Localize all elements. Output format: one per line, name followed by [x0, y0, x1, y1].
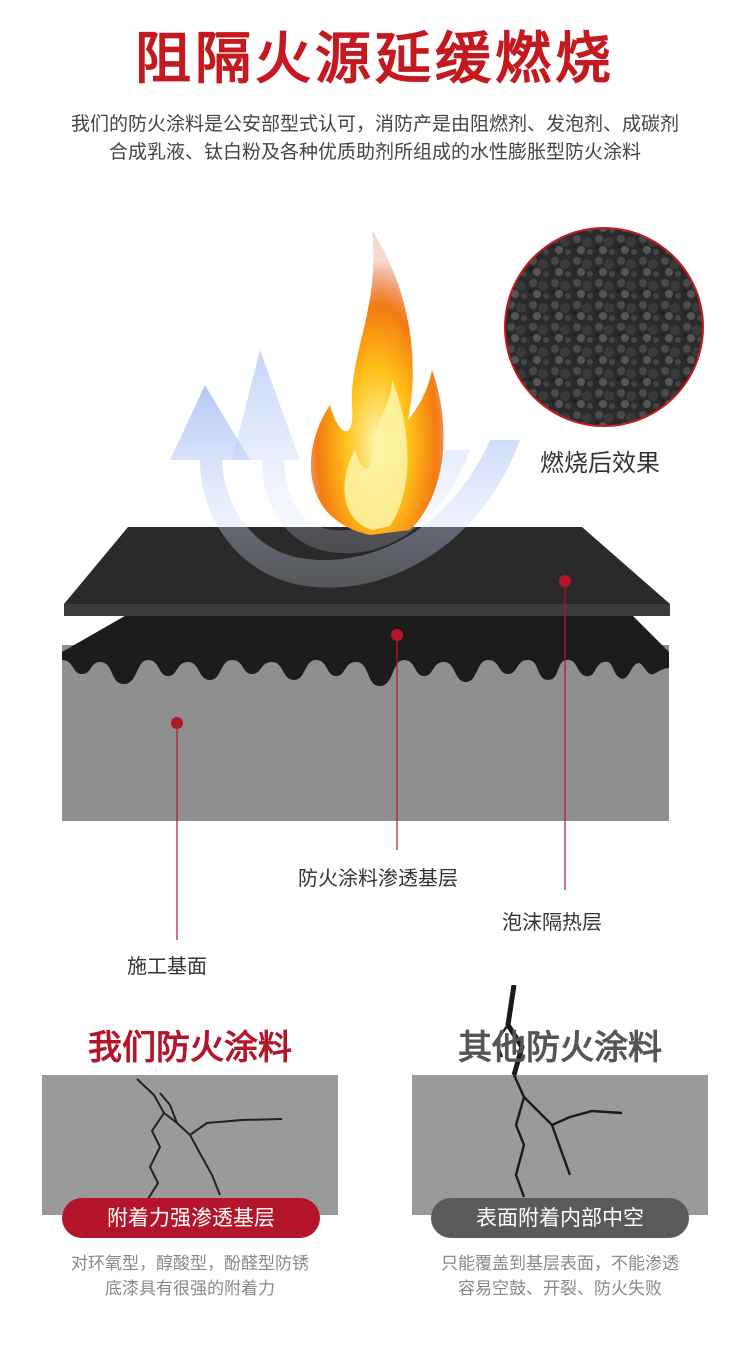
burn-result-label: 燃烧后效果 — [540, 449, 660, 477]
penetration-layer — [62, 613, 669, 686]
others-badge: 表面附着内部中空 — [431, 1198, 689, 1238]
layer-diagram — [62, 227, 704, 940]
others-crack-panel — [412, 985, 708, 1215]
intro-text: 我们的防火涂料是公安部型式认可，消防产是由阻燃剂、发泡剂、成碳剂 合成乳液、钛白… — [30, 110, 720, 166]
ours-title: 我们防火涂料 — [88, 1028, 292, 1068]
label-substrate: 施工基面 — [127, 954, 207, 978]
intro-line-1: 我们的防火涂料是公安部型式认可，消防产是由阻燃剂、发泡剂、成碳剂 — [70, 113, 679, 135]
others-title: 其他防火涂料 — [458, 1028, 662, 1068]
others-note: 只能覆盖到基层表面，不能渗透 容易空鼓、开裂、防火失败 — [392, 1252, 728, 1302]
ours-note-line-1: 对环氧型，醇酸型，酚醛型防锈 — [71, 1254, 309, 1274]
intro-line-2: 合成乳液、钛白粉及各种优质助剂所组成的水性膨胀型防火涂料 — [108, 141, 641, 163]
burn-result-image — [504, 227, 704, 427]
leader-lines — [171, 575, 571, 940]
flame-icon — [310, 230, 444, 535]
ours-crack-panel — [42, 1075, 338, 1215]
label-foam-layer: 泡沫隔热层 — [502, 910, 602, 934]
others-note-line-2: 容易空鼓、开裂、防火失败 — [458, 1279, 662, 1299]
label-penetration-layer: 防火涂料渗透基层 — [298, 866, 458, 890]
substrate-block — [62, 645, 669, 821]
crack-icon — [494, 985, 623, 1198]
page-title: 阻隔火源延缓燃烧 — [135, 27, 615, 92]
ours-note-line-2: 底漆具有很强的附着力 — [105, 1279, 275, 1299]
ours-note: 对环氧型，醇酸型，酚醛型防锈 底漆具有很强的附着力 — [22, 1252, 358, 1302]
others-note-line-1: 只能覆盖到基层表面，不能渗透 — [441, 1254, 679, 1274]
crack-icon — [136, 1078, 283, 1200]
ours-badge: 附着力强渗透基层 — [62, 1198, 320, 1238]
